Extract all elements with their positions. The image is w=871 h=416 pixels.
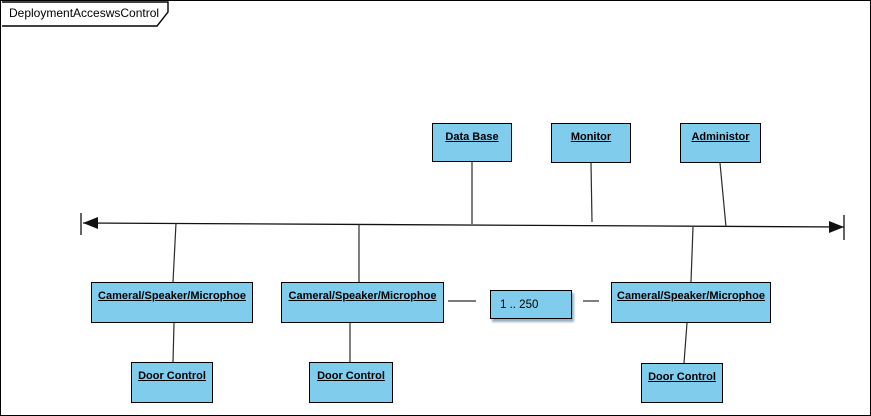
connector-camera1-door1[interactable] bbox=[172, 322, 175, 363]
node-camera-speaker-microphone-2[interactable]: Cameral/Speaker/Microphoe bbox=[281, 282, 444, 323]
connector-bus-camera3[interactable] bbox=[690, 226, 694, 283]
connector-camera3-door3[interactable] bbox=[683, 322, 688, 364]
node-data-base-label: Data Base bbox=[445, 131, 499, 143]
node-camera1-label: Cameral/Speaker/Microphoe bbox=[98, 290, 246, 302]
node-administor[interactable]: Administor bbox=[680, 123, 761, 163]
node-door3-label: Door Control bbox=[648, 371, 716, 383]
bus-arrowhead-left-icon bbox=[83, 217, 98, 229]
node-administor-label: Administor bbox=[691, 131, 750, 143]
bus-arrowhead-right-icon bbox=[829, 221, 844, 233]
node-door-control-3[interactable]: Door Control bbox=[641, 363, 723, 403]
frame-tab-shape bbox=[2, 1, 169, 27]
connector-administor-bus[interactable] bbox=[719, 162, 727, 228]
node-door-control-1[interactable]: Door Control bbox=[131, 362, 213, 403]
node-camera2-label: Cameral/Speaker/Microphoe bbox=[288, 290, 437, 302]
node-monitor-label: Monitor bbox=[570, 131, 612, 143]
frame-title: DeploymentAcceswsControl bbox=[9, 6, 160, 20]
bus-line[interactable] bbox=[82, 222, 845, 228]
node-monitor[interactable]: Monitor bbox=[551, 123, 631, 163]
node-camera3-label: Cameral/Speaker/Microphoe bbox=[617, 290, 765, 302]
node-data-base[interactable]: Data Base bbox=[432, 123, 512, 162]
node-camera-speaker-microphone-3[interactable]: Cameral/Speaker/Microphoe bbox=[611, 282, 771, 323]
connector-bus-camera1[interactable] bbox=[172, 222, 177, 283]
node-camera-speaker-microphone-1[interactable]: Cameral/Speaker/Microphoe bbox=[91, 282, 253, 323]
node-door2-label: Door Control bbox=[317, 370, 385, 382]
multiplicity-label: 1 .. 250 bbox=[500, 299, 539, 311]
multiplicity-box[interactable]: 1 .. 250 bbox=[490, 290, 572, 319]
connector-monitor-bus[interactable] bbox=[590, 162, 593, 223]
node-door-control-2[interactable]: Door Control bbox=[309, 362, 393, 403]
node-door1-label: Door Control bbox=[138, 370, 206, 382]
